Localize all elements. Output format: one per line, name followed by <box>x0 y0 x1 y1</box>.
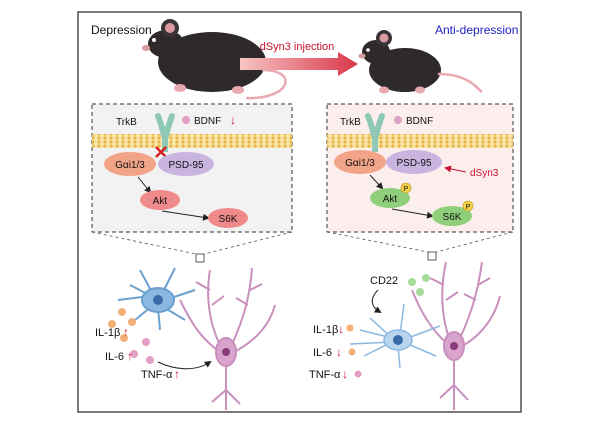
injection-label: dSyn3 injection <box>260 41 335 53</box>
right-il1b-down-icon: ↓ <box>338 322 344 336</box>
s6k-phospho-label: P <box>466 204 471 211</box>
right-trkb-label: TrkB <box>340 117 361 128</box>
right-psd-label: PSD-95 <box>396 158 431 169</box>
s6k-phospho-badge <box>462 200 474 212</box>
left-tnfa-up-icon: ↑ <box>174 367 180 381</box>
right-bdnf-label: BDNF <box>406 116 433 127</box>
left-bdnf-dot <box>182 116 190 124</box>
right-membrane <box>327 134 513 148</box>
left-akt-node <box>140 190 180 210</box>
left-signaling-box: TrkB BDNF ↓ Gαi1/3 PSD-95 Akt S6K <box>91 103 293 233</box>
right-zoom-line-b <box>435 231 514 253</box>
right-signaling-box: TrkB BDNF Gαi1/3 PSD-95 dSyn3 Akt P S6K … <box>326 103 514 233</box>
right-arrow-to-s6k <box>391 208 434 219</box>
right-tnfa-label: TNF-α <box>309 369 341 381</box>
right-psd-node <box>386 150 442 174</box>
left-neuron-illustration <box>179 267 276 410</box>
left-il1b-up-icon: ↑ <box>123 325 129 339</box>
left-akt-label: Akt <box>153 196 168 207</box>
drug-arrow <box>444 165 467 173</box>
left-gai-node <box>104 152 156 176</box>
right-gai-label: Gαi1/3 <box>345 158 375 169</box>
left-il6-label: IL-6 <box>105 351 124 363</box>
left-tnfa-label: TNF-α <box>141 369 173 381</box>
right-s6k-node <box>432 206 472 226</box>
left-cytokine-dots <box>108 308 154 364</box>
left-bdnf-label: BDNF <box>194 116 221 127</box>
cd22-arrow <box>371 289 382 314</box>
left-il1b-label: IL-1β <box>95 327 120 339</box>
left-arrow-to-akt <box>137 176 152 194</box>
left-psd-label: PSD-95 <box>168 160 203 171</box>
drug-label: dSyn3 <box>470 168 499 179</box>
right-il1b-label: IL-1β <box>313 324 338 336</box>
anti-depression-title: Anti-depression <box>435 23 518 37</box>
right-s6k-label: S6K <box>443 212 462 223</box>
left-cytokine-arrow <box>157 360 212 370</box>
left-trkb-label: TrkB <box>116 117 137 128</box>
left-il6-up-icon: ↑ <box>127 349 133 363</box>
cd22-label: CD22 <box>370 275 398 287</box>
right-arrow-to-akt <box>369 174 384 190</box>
right-il6-label: IL-6 <box>313 347 332 359</box>
left-membrane <box>92 134 292 148</box>
depressed-mouse-illustration <box>142 19 287 100</box>
left-trkb-receptor <box>155 113 175 152</box>
left-bdnf-down-arrow-icon: ↓ <box>230 113 236 127</box>
healthy-mouse-illustration <box>358 30 483 94</box>
right-zoom-line-a <box>326 231 429 253</box>
left-arrow-to-s6k <box>161 210 210 221</box>
blocked-cross-icon <box>155 146 167 158</box>
right-akt-node <box>370 188 410 208</box>
depression-title: Depression <box>91 23 152 37</box>
left-s6k-node <box>208 208 248 228</box>
cd22-dots <box>408 274 430 296</box>
right-tnfa-down-icon: ↓ <box>342 367 348 381</box>
right-trkb-receptor <box>365 113 385 152</box>
left-microglia-illustration <box>117 267 196 331</box>
left-zoom-square <box>195 253 205 263</box>
injection-arrow <box>240 52 358 76</box>
left-s6k-label: S6K <box>219 214 238 225</box>
right-microglia-illustration <box>349 303 441 369</box>
right-gai-node <box>334 150 386 174</box>
right-akt-label: Akt <box>383 194 398 205</box>
right-neuron-illustration <box>411 261 501 410</box>
akt-phospho-label: P <box>404 186 409 193</box>
left-psd-node <box>158 152 214 176</box>
right-bdnf-dot <box>394 116 402 124</box>
right-zoom-square <box>427 251 437 261</box>
akt-phospho-badge <box>400 182 412 194</box>
left-gai-label: Gαi1/3 <box>115 160 145 171</box>
right-cytokine-dots <box>346 324 362 378</box>
right-il6-down-icon: ↓ <box>336 345 342 359</box>
